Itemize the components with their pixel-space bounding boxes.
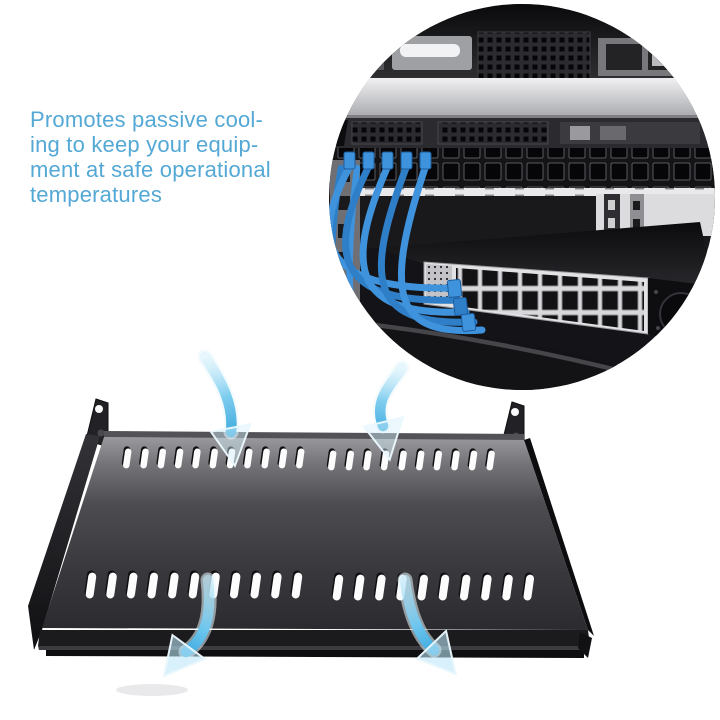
vent-slot <box>450 448 460 471</box>
vent-slot <box>260 446 270 469</box>
vent-slot <box>397 448 407 471</box>
vent-slot <box>290 570 303 599</box>
vent-slot <box>362 448 372 471</box>
server-silver <box>329 78 715 118</box>
vent-slot <box>344 448 355 471</box>
port-label-strip <box>332 188 715 196</box>
vent-slot <box>242 446 253 469</box>
switch-top <box>378 222 714 286</box>
vent-slot <box>166 570 179 599</box>
vent-grille <box>477 31 591 81</box>
airflow-arrow-top-right <box>362 360 410 462</box>
vent-slot <box>522 572 535 601</box>
vent-slot <box>414 448 425 471</box>
caption-line-4: temperatures <box>30 182 163 207</box>
vent-slot <box>125 570 138 599</box>
vent-slot <box>191 446 201 469</box>
vent-slot <box>146 570 159 599</box>
shelf-front-edge <box>38 630 590 646</box>
shelf-front-highlight <box>38 646 590 650</box>
shelf-front-right-corner <box>578 632 592 658</box>
vent-slot <box>294 446 305 469</box>
airflow-arrows <box>162 349 458 678</box>
inset-photo <box>329 4 715 390</box>
vent-slot <box>467 448 478 471</box>
airflow-arrow-top-left <box>197 349 252 468</box>
vent-slot <box>501 572 513 601</box>
switch-side <box>648 278 714 350</box>
vent-slot <box>84 570 97 599</box>
shelf-front-hem <box>46 650 584 658</box>
vent-slot <box>105 570 117 599</box>
vent-slot <box>187 570 200 599</box>
vent-slot <box>331 572 344 601</box>
caption-line-2: ing to keep your equip- <box>30 132 259 157</box>
vent-slot <box>458 572 471 601</box>
arrow-shadow <box>116 684 188 696</box>
vent-slot <box>277 446 288 469</box>
vent-slot <box>479 572 492 601</box>
vent-slot <box>228 570 241 599</box>
vent-slot <box>269 570 282 599</box>
vent-slot <box>208 446 218 469</box>
server-middle <box>329 118 715 148</box>
vent-slot <box>173 446 184 469</box>
vent-slot <box>139 446 149 469</box>
vent-slot <box>437 572 450 601</box>
rack-shelf <box>28 398 594 696</box>
shelf-right-side <box>524 438 594 636</box>
ethernet-cables <box>329 164 486 356</box>
vent-slot <box>352 572 365 601</box>
vent-slot <box>156 446 167 469</box>
caption-line-3: ment at safe operational <box>30 157 271 182</box>
vent-slot <box>121 446 132 469</box>
vent-slot <box>249 570 262 599</box>
vent-slot <box>416 572 429 601</box>
shelf-surface <box>42 437 588 630</box>
airflow-arrow-bottom-left <box>162 572 217 678</box>
vent-slot <box>373 572 386 601</box>
vent-slot <box>326 448 337 471</box>
cable-connectors <box>343 151 477 332</box>
vent-slot <box>485 448 495 471</box>
caption-line-1: Promotes passive cool- <box>30 107 264 132</box>
caption-text: Promotes passive cool- ing to keep your … <box>30 107 330 207</box>
fan-grille <box>659 292 703 336</box>
airflow-arrow-bottom-right <box>397 572 458 676</box>
shelf-left-side <box>28 434 100 650</box>
switch-ports <box>456 268 644 331</box>
vent-slot <box>432 448 443 471</box>
server-top <box>329 4 715 81</box>
